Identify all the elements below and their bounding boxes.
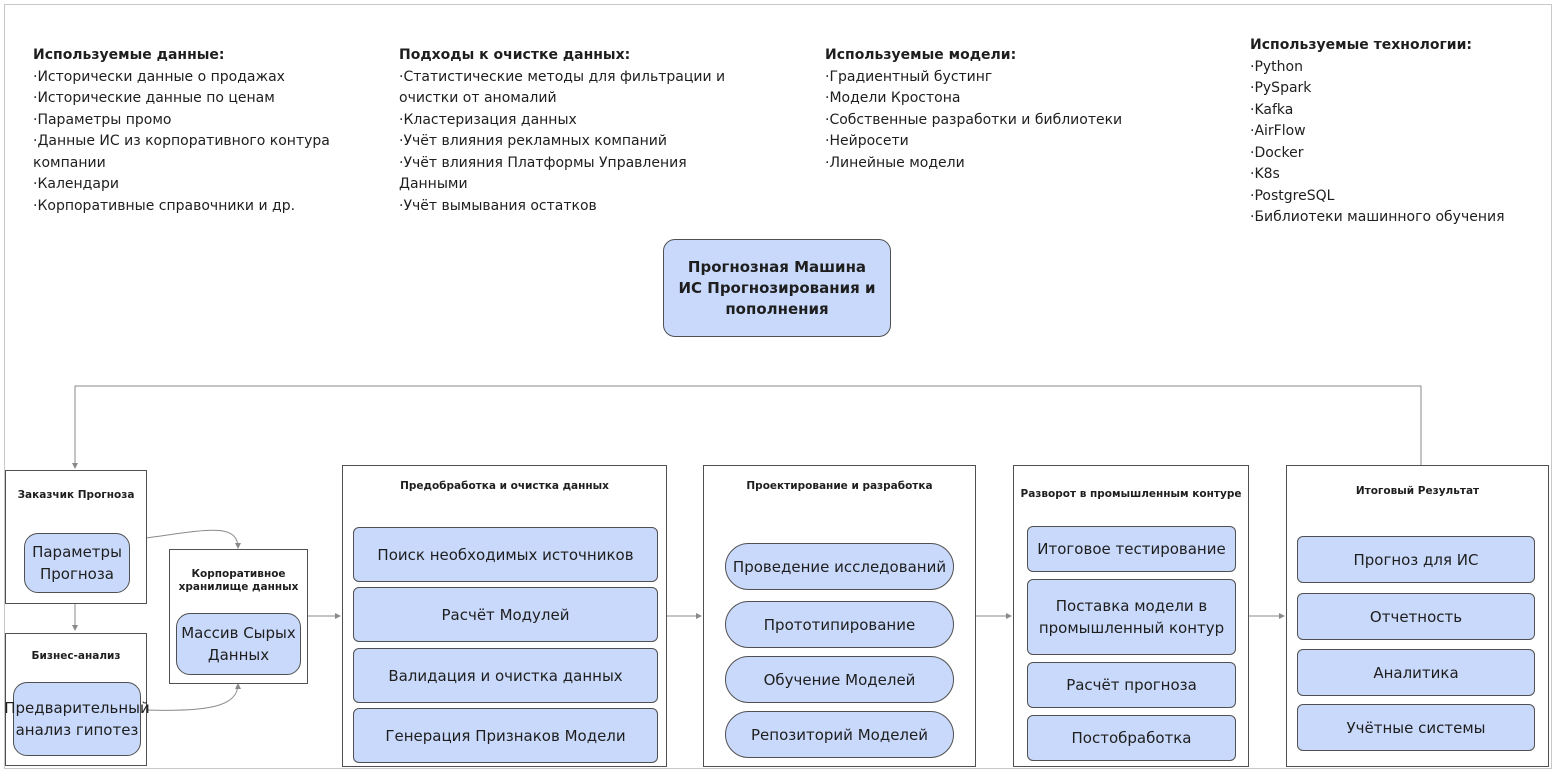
raw-data-array-box: Массив Сырых Данных — [176, 613, 301, 675]
info-list-item: ·Нейросети — [825, 133, 909, 149]
info-list-item: ·Кластеризация данных — [399, 111, 577, 128]
info-list-item: ·Исторически данные о продажах — [33, 68, 285, 85]
design-panel: Проектирование и разработка Проведение и… — [703, 465, 976, 767]
customer-panel: Заказчик Прогноза Параметры Прогноза — [5, 470, 147, 604]
info-list-item: ·K8s — [1250, 166, 1280, 182]
preprocessing-step: Расчёт Модулей — [353, 587, 658, 642]
forecast-engine-box: Прогнозная Машина ИС Прогнозирования и п… — [663, 239, 891, 337]
design-step: Репозиторий Моделей — [725, 711, 954, 758]
info-list-item: ·Исторические данные по ценам — [33, 90, 275, 106]
deployment-step: Расчёт прогноза — [1027, 662, 1236, 708]
info-list-item: ·Собственные разработки и библиотеки — [825, 111, 1123, 128]
result-title: Итоговый Результат — [1355, 485, 1480, 497]
deployment-panel: Разворот в промышленным контуре Итоговое… — [1013, 465, 1249, 767]
info-list-item: ·Docker — [1250, 144, 1304, 161]
info-block-data: Используемые данные: ·Исторически данные… — [33, 45, 363, 217]
info-block-title: Используемые данные: — [33, 47, 225, 63]
info-block-cleaning: Подходы к очистке данных: ·Статистически… — [399, 45, 744, 217]
info-list-item: ·Учёт вымывания остатков — [399, 197, 597, 214]
design-title: Проектирование и разработка — [746, 480, 933, 492]
info-list-item: ·Корпоративные справочники и др. — [33, 197, 296, 214]
business-analysis-panel: Бизнес-анализ Предварительный анализ гип… — [4, 633, 150, 766]
corporate-storage-panel: Корпоративное хранилище данных Массив Сы… — [169, 549, 308, 684]
result-item: Учётные системы — [1297, 704, 1535, 751]
forecast-engine-subtitle: ИС Прогнозирования и пополнения — [678, 278, 876, 318]
result-item: Отчетность — [1297, 593, 1535, 640]
deployment-step: Постобработка — [1027, 715, 1236, 761]
info-list-item: ·Линейные модели — [825, 154, 965, 171]
info-list-item: ·Библиотеки машинного обучения — [1250, 209, 1505, 225]
preprocessing-panel: Предобработка и очистка данных Поиск нео… — [342, 465, 667, 767]
forecast-parameters-box: Параметры Прогноза — [24, 533, 130, 593]
info-list-item: ·Учёт влияния рекламных компаний — [399, 133, 667, 149]
hypothesis-analysis-box: Предварительный анализ гипотез — [4, 682, 150, 756]
info-list-item: ·Данные ИС из корпоративного контура ком… — [33, 133, 330, 171]
info-list-item: ·Python — [1250, 58, 1303, 75]
deployment-step: Итоговое тестирование — [1027, 526, 1236, 572]
design-step: Прототипирование — [725, 601, 954, 648]
info-list-item: ·Модели Кростона — [825, 90, 961, 106]
business-analysis-title: Бизнес-анализ — [31, 650, 121, 662]
design-step: Проведение исследований — [725, 543, 954, 590]
preprocessing-step: Генерация Признаков Модели — [353, 708, 658, 763]
info-block-title: Используемые модели: — [825, 47, 1017, 63]
info-block-models: Используемые модели: ·Градиентный бустин… — [825, 45, 1185, 174]
diagram-frame — [4, 4, 1552, 769]
info-list-item: ·AirFlow — [1250, 123, 1306, 139]
result-item: Прогноз для ИС — [1297, 536, 1535, 583]
design-step: Обучение Моделей — [725, 656, 954, 703]
preprocessing-step: Валидация и очистка данных — [353, 648, 658, 703]
info-list-item: ·PostgreSQL — [1250, 187, 1335, 204]
corporate-storage-title: Корпоративное хранилище данных — [178, 568, 299, 593]
info-list-item: ·Учёт влияния Платформы Управления Данны… — [399, 154, 687, 193]
customer-panel-title: Заказчик Прогноза — [17, 489, 135, 501]
info-list-item: ·Календари — [33, 176, 119, 192]
deployment-title: Разворот в промышленным контуре — [1020, 488, 1242, 500]
feedback-line — [72, 385, 1422, 469]
info-block-title: Используемые технологии: — [1250, 37, 1472, 53]
info-list-item: ·PySpark — [1250, 80, 1312, 96]
info-list-item: ·Статистические методы для фильтрации и … — [399, 68, 726, 107]
result-item: Аналитика — [1297, 649, 1535, 696]
info-block-technologies: Используемые технологии: ·Python ·PySpar… — [1250, 35, 1540, 229]
deployment-step: Поставка модели в промышленный контур — [1027, 579, 1236, 655]
info-list-item: ·Градиентный бустинг — [825, 68, 993, 85]
info-list-item: ·Параметры промо — [33, 111, 172, 128]
analysis-to-storage-arrow — [145, 683, 241, 711]
forecast-engine-title: Прогнозная Машина — [687, 257, 867, 276]
params-to-storage-arrow — [145, 529, 241, 549]
result-panel: Итоговый Результат Прогноз для ИС Отчетн… — [1286, 465, 1549, 767]
info-block-title: Подходы к очистке данных: — [399, 47, 631, 63]
preprocessing-title: Предобработка и очистка данных — [400, 480, 609, 492]
preprocessing-step: Поиск необходимых источников — [353, 527, 658, 582]
info-list-item: ·Kafka — [1250, 101, 1294, 118]
